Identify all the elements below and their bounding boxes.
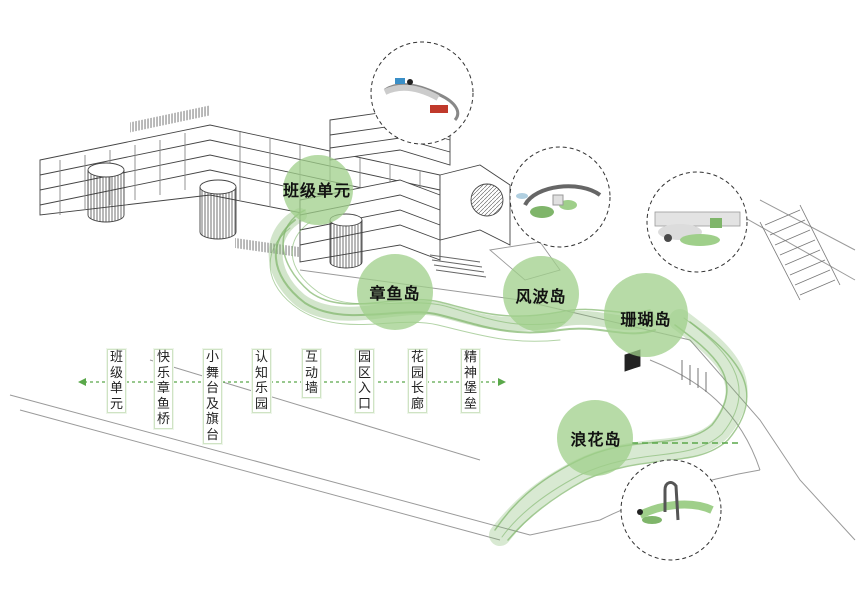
node-label-langhua[interactable]: 浪花岛 — [570, 430, 622, 449]
sequence-axis — [78, 378, 506, 386]
sequence-label: 班级单元 — [107, 349, 126, 413]
node-circle-langhua[interactable] — [557, 400, 633, 476]
node-label-banji[interactable]: 班级单元 — [282, 181, 352, 200]
node-circles — [283, 155, 688, 476]
node-label-shanhu[interactable]: 珊瑚岛 — [620, 310, 672, 329]
sequence-label: 园区入口 — [355, 349, 374, 413]
callout-thumbnails — [383, 78, 741, 524]
sequence-label: 精神堡垒 — [461, 349, 480, 413]
node-label-fengbo[interactable]: 风波岛 — [515, 287, 567, 306]
node-circle-banji[interactable] — [283, 155, 353, 225]
green-path-network — [268, 208, 748, 546]
node-circle-zhangyu[interactable] — [357, 254, 433, 330]
node-circle-fengbo[interactable] — [503, 256, 579, 332]
sequence-label: 互动墙 — [302, 349, 321, 398]
sequence-label: 认知乐园 — [252, 349, 271, 413]
sequence-label: 花园长廊 — [408, 349, 427, 413]
sequence-label: 快乐章鱼桥 — [154, 349, 173, 429]
sequence-label: 小舞台及旗台 — [203, 349, 222, 444]
parking-lot — [759, 204, 841, 301]
node-label-zhangyu[interactable]: 章鱼岛 — [369, 284, 421, 303]
detail-callout-4 — [620, 459, 722, 561]
node-circle-shanhu[interactable] — [604, 273, 688, 357]
cylinder-towers — [87, 162, 363, 269]
